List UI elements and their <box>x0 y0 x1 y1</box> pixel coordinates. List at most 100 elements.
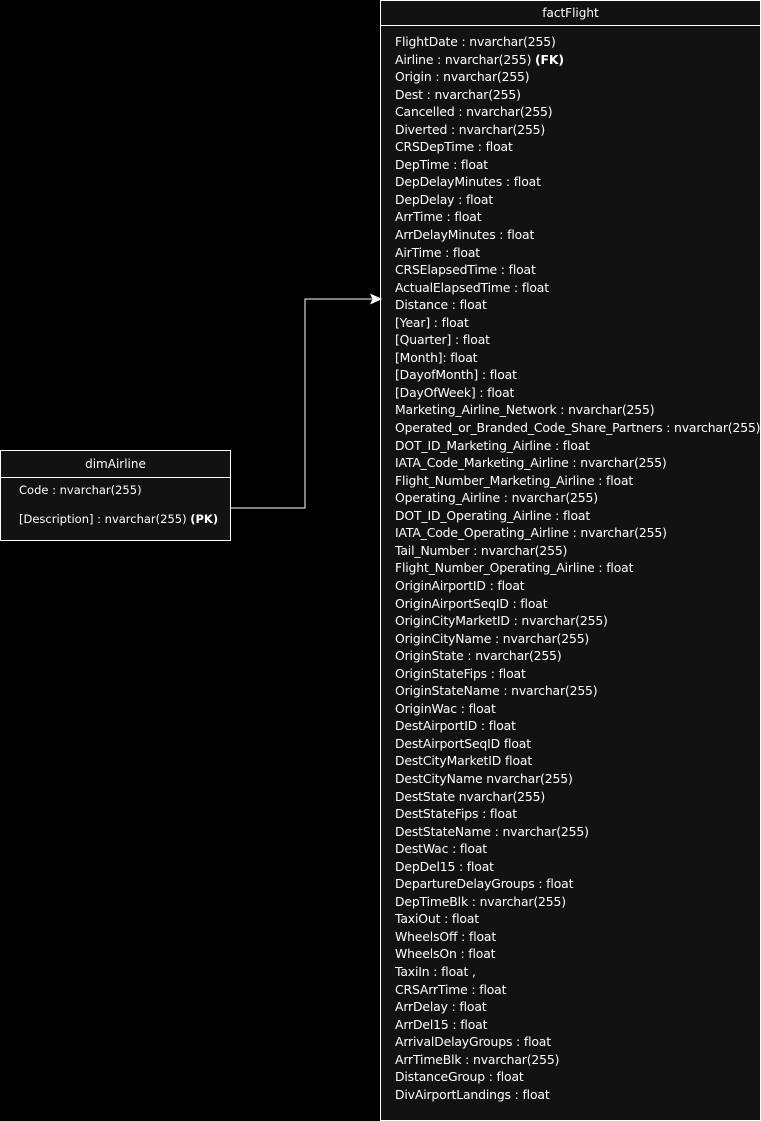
field-row: Code : nvarchar(255) <box>19 482 230 511</box>
fact-flight-title: factFlight <box>381 1 760 26</box>
field-row: Cancelled : nvarchar(255) <box>395 103 760 121</box>
field-row: CRSElapsedTime : float <box>395 261 760 279</box>
field-text: ArrDelayMinutes : float <box>395 227 535 243</box>
field-row: OriginStateFips : float <box>395 665 760 683</box>
field-row: Distance : float <box>395 296 760 314</box>
field-text: CRSElapsedTime : float <box>395 262 536 278</box>
field-text: DestCityName nvarchar(255) <box>395 770 573 786</box>
field-text: Flight_Number_Marketing_Airline : float <box>395 472 634 488</box>
field-text: AirTime : float <box>395 244 480 260</box>
field-row: DOT_ID_Marketing_Airline : float <box>395 437 760 455</box>
field-text: DepartureDelayGroups : float <box>395 876 574 892</box>
field-row: Origin : nvarchar(255) <box>395 68 760 86</box>
field-text: Flight_Number_Operating_Airline : float <box>395 560 634 576</box>
field-text: OriginCityName : nvarchar(255) <box>395 630 590 646</box>
field-row: FlightDate : nvarchar(255) <box>395 33 760 51</box>
field-text: Cancelled : nvarchar(255) <box>395 104 553 120</box>
field-text: FlightDate : nvarchar(255) <box>395 34 556 49</box>
field-text: Code : nvarchar(255) <box>19 483 142 497</box>
field-text: DepTime : float <box>395 156 488 172</box>
field-text: TaxiIn : float , <box>395 963 476 979</box>
field-text: DestCityMarketID float <box>395 753 533 769</box>
field-text: DepDel15 : float <box>395 858 494 874</box>
fact-flight-table[interactable]: factFlight FlightDate : nvarchar(255) Air… <box>380 0 761 1121</box>
field-text: DivAirportLandings : float <box>395 1086 550 1102</box>
field-text: [DayofMonth] : float <box>395 367 517 383</box>
field-text: DestAirportID : float <box>395 718 516 734</box>
field-text: DistanceGroup : float <box>395 1069 524 1085</box>
field-text: Diverted : nvarchar(255) <box>395 121 546 137</box>
field-row: ActualElapsedTime : float <box>395 279 760 297</box>
field-row: Operating_Airline : nvarchar(255) <box>395 489 760 507</box>
field-row: DepTime : float <box>395 156 760 174</box>
field-row: IATA_Code_Operating_Airline : nvarchar(2… <box>395 524 760 542</box>
field-row: DepDelay : float <box>395 191 760 209</box>
key-tag: (PK) <box>190 511 219 526</box>
relationship-line <box>231 298 372 509</box>
field-text: DOT_ID_Marketing_Airline : float <box>395 437 590 453</box>
field-text: CRSArrTime : float <box>395 981 507 997</box>
field-row: ArrDel15 : float <box>395 1016 760 1034</box>
field-text: [Year] : float <box>395 314 469 330</box>
field-row: AirTime : float <box>395 244 760 262</box>
field-row: TaxiIn : float , <box>395 963 760 981</box>
field-text: OriginStateName : nvarchar(255) <box>395 683 598 699</box>
field-text: TaxiOut : float <box>395 911 479 927</box>
field-text: ActualElapsedTime : float <box>395 279 549 295</box>
field-row: CRSArrTime : float <box>395 981 760 999</box>
dim-airline-title: dimAirline <box>1 451 230 478</box>
field-row: [Description] : nvarchar(255) (PK) <box>19 511 230 540</box>
field-row: OriginState : nvarchar(255) <box>395 647 760 665</box>
field-text: OriginAirportSeqID : float <box>395 595 548 611</box>
field-row: Flight_Number_Operating_Airline : float <box>395 559 760 577</box>
field-text: Dest : nvarchar(255) <box>395 86 521 102</box>
field-text: Operating_Airline : nvarchar(255) <box>395 490 598 506</box>
field-row: Airline : nvarchar(255) (FK) <box>395 51 760 69</box>
field-text: [Quarter] : float <box>395 332 490 348</box>
field-row: OriginStateName : nvarchar(255) <box>395 682 760 700</box>
field-row: OriginCityName : nvarchar(255) <box>395 630 760 648</box>
field-row: WheelsOff : float <box>395 928 760 946</box>
field-row: Operated_or_Branded_Code_Share_Partners … <box>395 419 761 437</box>
field-row: [Month]: float <box>395 349 760 367</box>
field-text: [Month]: float <box>395 349 478 365</box>
field-row: ArrivalDelayGroups : float <box>395 1033 760 1051</box>
field-row: IATA_Code_Marketing_Airline : nvarchar(2… <box>395 454 760 472</box>
field-text: DestState nvarchar(255) <box>395 788 546 804</box>
field-text: OriginAirportID : float <box>395 577 525 593</box>
field-row: [Year] : float <box>395 314 760 332</box>
field-text: DestStateFips : float <box>395 806 518 822</box>
field-row: TaxiOut : float <box>395 910 760 928</box>
field-row: DestAirportSeqID float <box>395 735 760 753</box>
field-row: ArrTime : float <box>395 208 760 226</box>
field-row: [DayOfWeek] : float <box>395 384 760 402</box>
field-row: [DayofMonth] : float <box>395 366 760 384</box>
field-row: DOT_ID_Operating_Airline : float <box>395 507 760 525</box>
dim-airline-fields: Code : nvarchar(255) [Description] : nvar… <box>1 478 230 539</box>
field-row: OriginAirportSeqID : float <box>395 595 760 613</box>
field-row: DistanceGroup : float <box>395 1068 760 1086</box>
field-row: Flight_Number_Marketing_Airline : float <box>395 472 760 490</box>
field-text: Operated_or_Branded_Code_Share_Partners … <box>395 420 761 436</box>
field-text: ArrivalDelayGroups : float <box>395 1034 551 1050</box>
field-row: DestAirportID : float <box>395 717 760 735</box>
field-row: Dest : nvarchar(255) <box>395 86 760 104</box>
field-text: IATA_Code_Operating_Airline : nvarchar(2… <box>395 525 667 541</box>
field-text: [DayOfWeek] : float <box>395 384 515 400</box>
field-text: OriginStateFips : float <box>395 665 526 681</box>
field-text: DestStateName : nvarchar(255) <box>395 823 589 839</box>
field-row: DepTimeBlk : nvarchar(255) <box>395 893 760 911</box>
field-text: OriginCityMarketID : nvarchar(255) <box>395 613 608 629</box>
field-text: Distance : float <box>395 297 487 313</box>
field-text: WheelsOff : float <box>395 928 497 944</box>
field-text: [Description] : nvarchar(255) <box>19 511 191 526</box>
field-row: OriginAirportID : float <box>395 577 760 595</box>
field-row: DestStateFips : float <box>395 805 760 823</box>
field-text: DestWac : float <box>395 841 487 857</box>
field-text: ArrDelay : float <box>395 999 487 1015</box>
dim-airline-table[interactable]: dimAirline Code : nvarchar(255) [Descript… <box>0 450 231 541</box>
field-row: DestStateName : nvarchar(255) <box>395 823 760 841</box>
field-row: CRSDepTime : float <box>395 138 760 156</box>
field-text: WheelsOn : float <box>395 946 496 962</box>
field-text: ArrTimeBlk : nvarchar(255) <box>395 1051 560 1067</box>
